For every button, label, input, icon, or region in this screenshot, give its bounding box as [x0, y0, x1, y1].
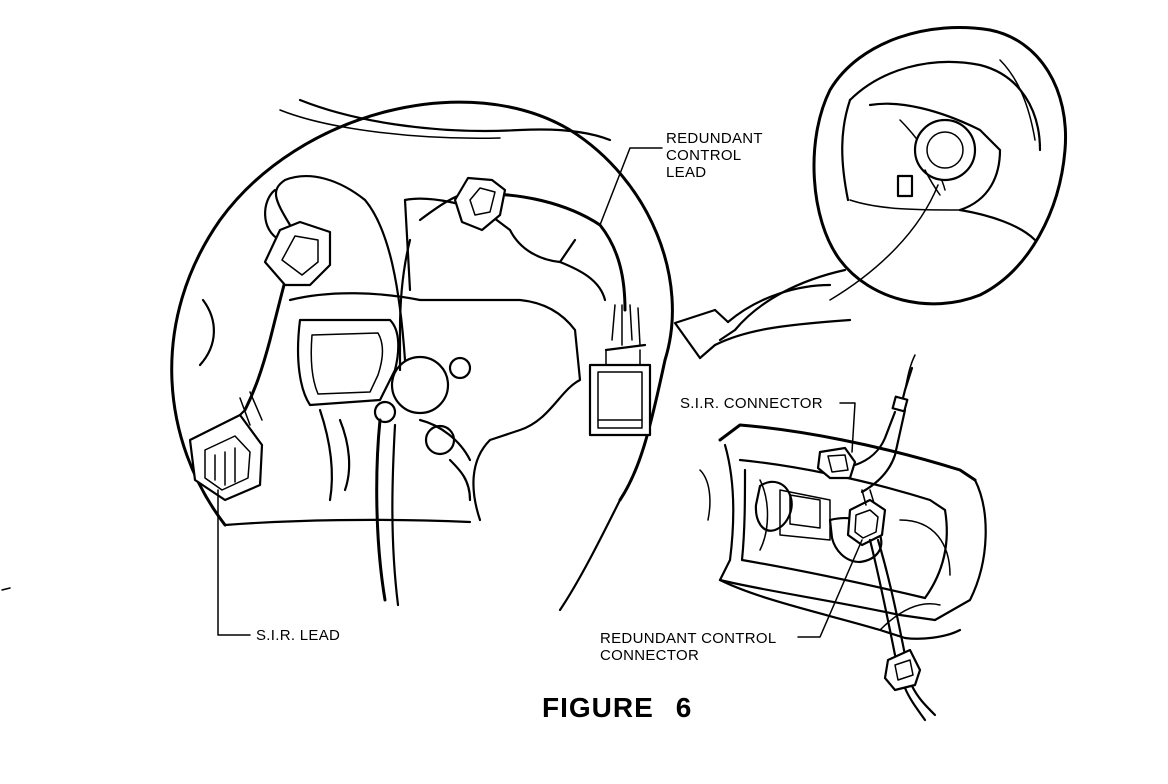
- label-line: S.I.R. LEAD: [256, 627, 341, 644]
- leader-lines: [1, 147, 863, 638]
- figure-caption: FIGURE 6: [542, 692, 692, 724]
- leader-redundant-control-lead: [599, 147, 663, 226]
- label-line: REDUNDANT CONTROL: [600, 630, 777, 647]
- label-line: S.I.R. CONNECTOR: [680, 395, 823, 412]
- leader-sir-connector: [839, 402, 856, 453]
- label-line: CONNECTOR: [600, 647, 700, 664]
- figure-number: 6: [675, 692, 693, 723]
- label-sir-lead: S.I.R. LEAD: [256, 627, 340, 644]
- label-line: REDUNDANT: [666, 130, 763, 147]
- detail-view-outline: [170, 100, 674, 527]
- label-line: LEAD: [666, 164, 707, 181]
- steering-wheel-inset: [673, 26, 1068, 360]
- leader-redundant-control-connector: [797, 539, 863, 638]
- label-line: CONTROL: [666, 147, 742, 164]
- label-sir-connector: S.I.R. CONNECTOR: [680, 395, 823, 412]
- figure-word: FIGURE: [542, 692, 654, 723]
- label-redundant-control-connector: REDUNDANT CONTROL CONNECTOR: [600, 630, 777, 664]
- airbag-module: [699, 354, 987, 722]
- leader-sir-lead: [217, 489, 251, 636]
- label-redundant-control-lead: REDUNDANT CONTROL LEAD: [666, 130, 763, 181]
- detail-view: [170, 98, 674, 612]
